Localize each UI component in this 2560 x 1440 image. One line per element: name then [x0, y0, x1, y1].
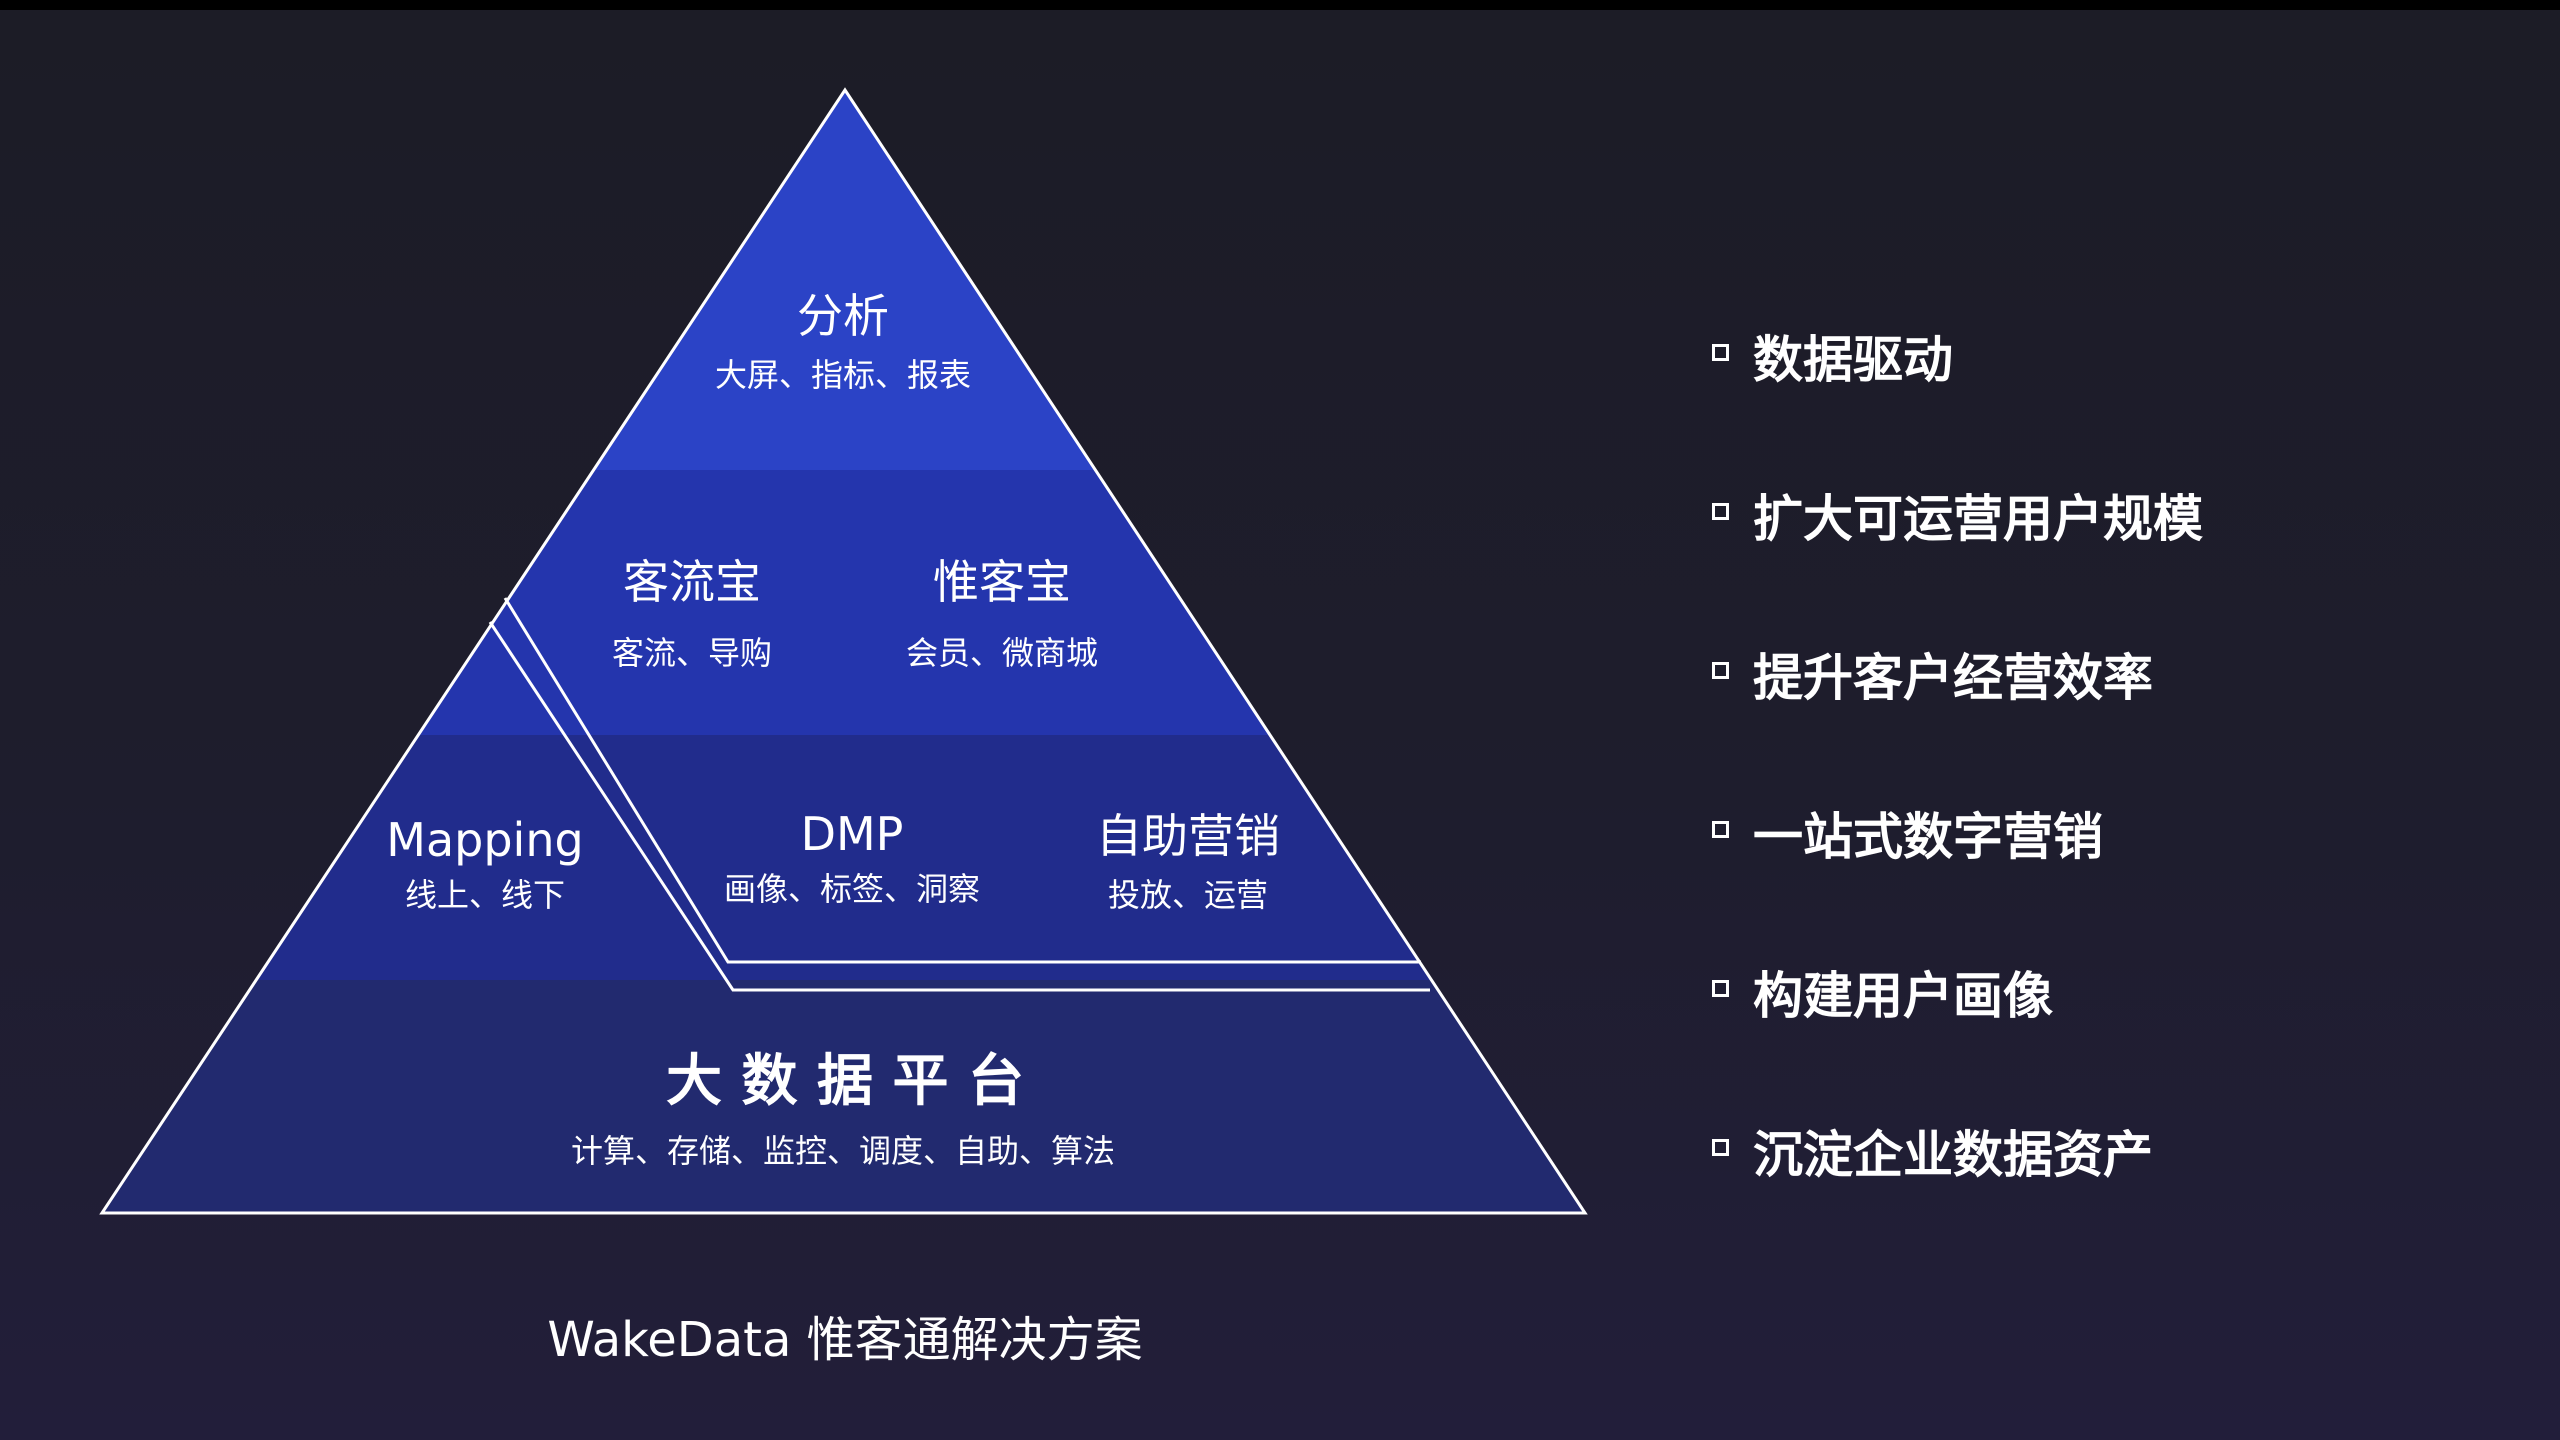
benefit-item: 提升客户经营效率: [1712, 638, 2203, 797]
square-bullet-icon: [1712, 662, 1729, 679]
benefit-list: 数据驱动 扩大可运营用户规模 提升客户经营效率 一站式数字营销 构建用户画像 沉…: [1712, 320, 2203, 1274]
tier-top: [102, 90, 1585, 470]
keliubao-title: 客流宝: [623, 555, 761, 609]
weikebao-subtitle: 会员、微商城: [906, 634, 1098, 672]
pyramid-outline: [99, 87, 1588, 1215]
dmp-subtitle: 画像、标签、洞察: [724, 870, 980, 908]
square-bullet-icon: [1712, 821, 1729, 838]
benefit-text: 沉淀企业数据资产: [1753, 1126, 2153, 1184]
benefit-text: 提升客户经营效率: [1753, 649, 2153, 707]
tier-top-subtitle: 大屏、指标、报表: [715, 356, 971, 394]
tier-top-title: 分析: [797, 289, 889, 343]
square-bullet-icon: [1712, 1139, 1729, 1156]
tier-base: [102, 980, 1585, 1213]
weikebao-title: 惟客宝: [933, 555, 1071, 609]
benefit-text: 数据驱动: [1753, 331, 1953, 389]
marketing-title: 自助营销: [1096, 809, 1280, 863]
benefit-text: 一站式数字营销: [1753, 808, 2103, 866]
benefit-item: 沉淀企业数据资产: [1712, 1115, 2203, 1274]
benefit-item: 数据驱动: [1712, 320, 2203, 479]
pyramid-diagram: 分析 大屏、指标、报表 客流宝 客流、导购 惟客宝 会员、微商城 Mapping…: [99, 87, 1588, 1215]
benefit-item: 一站式数字营销: [1712, 797, 2203, 956]
separator-line-outer: [488, 621, 1430, 992]
caption: WakeData 惟客通解决方案: [547, 1312, 1143, 1368]
benefit-item: 扩大可运营用户规模: [1712, 479, 2203, 638]
keliubao-subtitle: 客流、导购: [612, 634, 772, 672]
benefit-text: 构建用户画像: [1753, 967, 2053, 1025]
tier-middle: [102, 470, 1585, 735]
benefit-text: 扩大可运营用户规模: [1753, 490, 2203, 548]
square-bullet-icon: [1712, 503, 1729, 520]
marketing-subtitle: 投放、运营: [1108, 876, 1268, 914]
platform-title: 大 数 据 平 台: [666, 1049, 1024, 1114]
separator-line-inner: [503, 597, 1421, 964]
top-bar: [0, 0, 2560, 10]
dmp-title: DMP: [801, 807, 904, 861]
square-bullet-icon: [1712, 980, 1729, 997]
mapping-subtitle: 线上、线下: [405, 876, 565, 914]
mapping-title: Mapping: [386, 813, 583, 867]
square-bullet-icon: [1712, 344, 1729, 361]
benefit-item: 构建用户画像: [1712, 956, 2203, 1115]
platform-subtitle: 计算、存储、监控、调度、自助、算法: [571, 1132, 1115, 1170]
